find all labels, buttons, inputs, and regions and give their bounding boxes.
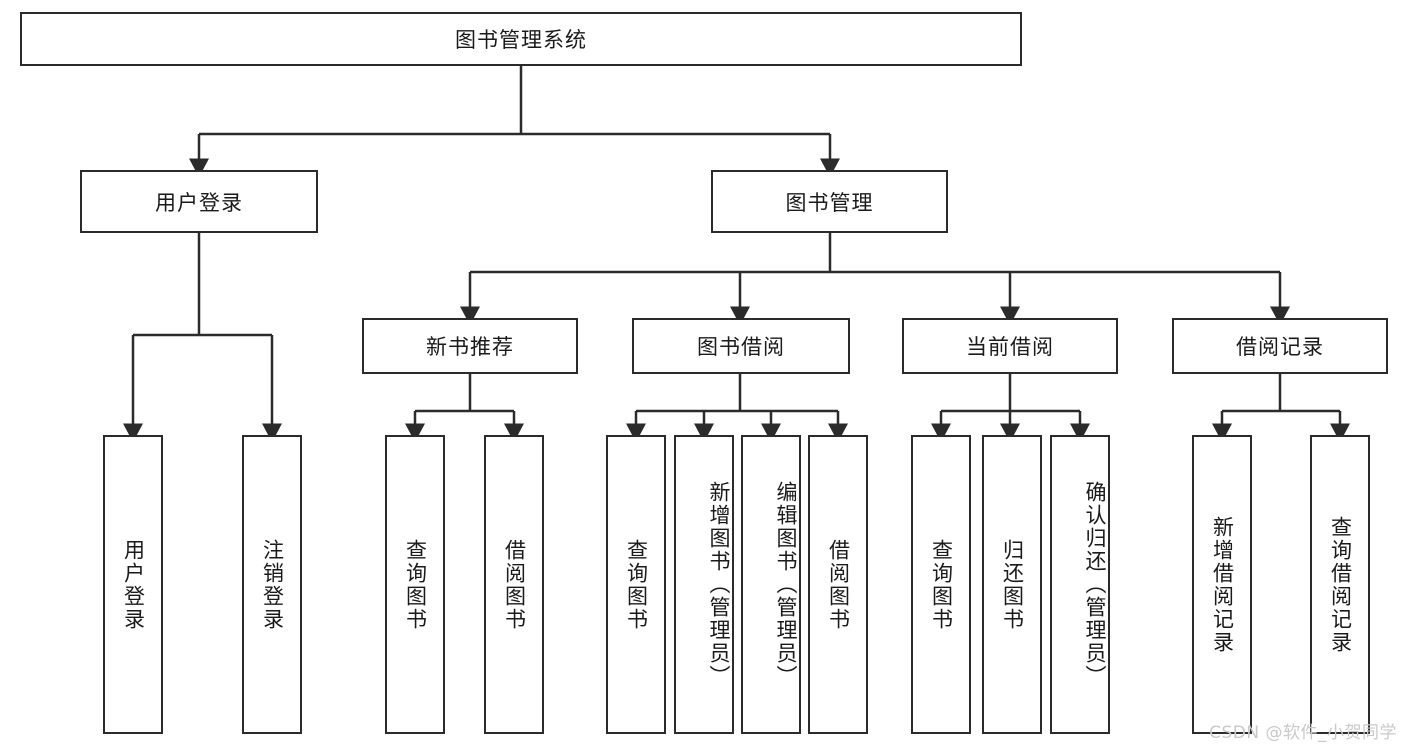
node-leaf-query-book-3[interactable]: 查询图书: [911, 435, 971, 734]
node-leaf-query-book-2[interactable]: 查询图书: [606, 435, 666, 734]
node-leaf-add-record[interactable]: 新增借阅记录: [1192, 435, 1252, 734]
node-leaf-logout[interactable]: 注销登录: [242, 435, 302, 734]
watermark-text: CSDN @软件_小贺同学: [1209, 723, 1397, 743]
node-leaf-user-login[interactable]: 用户登录: [103, 435, 163, 734]
node-leaf-edit-book[interactable]: 编辑图书（管理员）: [741, 435, 801, 734]
node-book-manage[interactable]: 图书管理: [711, 170, 948, 233]
node-leaf-query-record[interactable]: 查询借阅记录: [1310, 435, 1370, 734]
node-leaf-add-book[interactable]: 新增图书（管理员）: [674, 435, 734, 734]
node-leaf-return-book[interactable]: 归还图书: [982, 435, 1042, 734]
node-current-borrow[interactable]: 当前借阅: [902, 318, 1118, 374]
node-book-borrow[interactable]: 图书借阅: [632, 318, 850, 374]
node-leaf-confirm-return[interactable]: 确认归还（管理员）: [1050, 435, 1110, 734]
node-borrow-record[interactable]: 借阅记录: [1172, 318, 1388, 374]
node-user-login[interactable]: 用户登录: [80, 170, 318, 233]
node-leaf-borrow-book-2[interactable]: 借阅图书: [808, 435, 868, 734]
node-new-book-rec[interactable]: 新书推荐: [362, 318, 578, 374]
node-root[interactable]: 图书管理系统: [20, 12, 1022, 66]
node-leaf-query-book-1[interactable]: 查询图书: [385, 435, 445, 734]
node-leaf-borrow-book-1[interactable]: 借阅图书: [484, 435, 544, 734]
